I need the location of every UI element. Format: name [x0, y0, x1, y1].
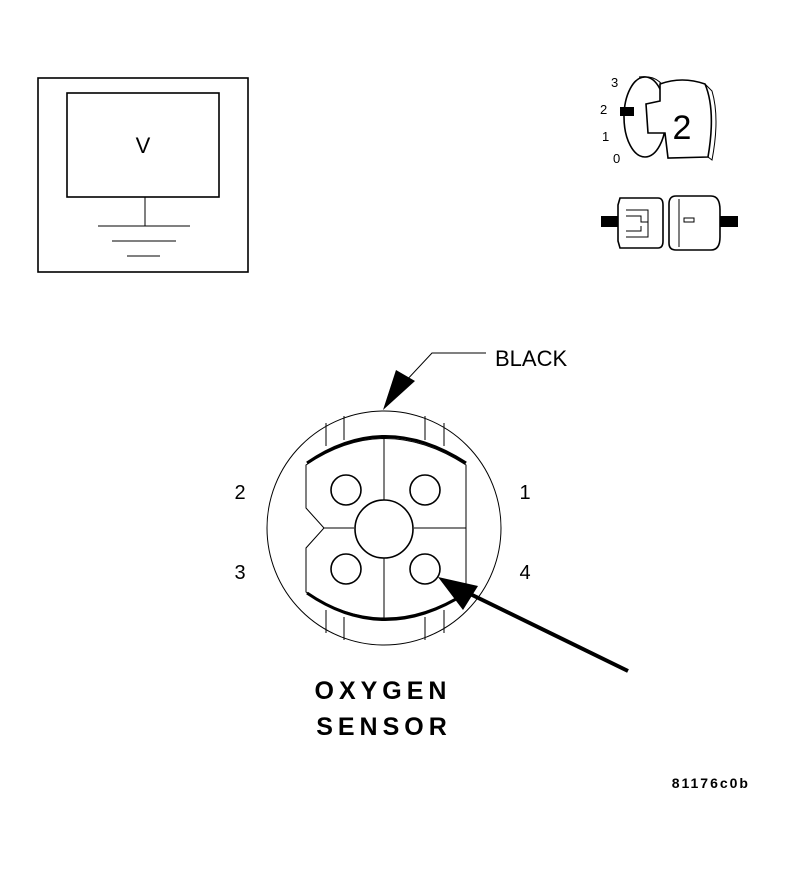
black-wire-callout: BLACK: [383, 346, 567, 410]
ignition-key-icon: 2: [620, 76, 717, 161]
wire-color-label: BLACK: [495, 346, 567, 371]
ignition-position-1: 1: [602, 129, 609, 144]
sensor-title-line2: SENSOR: [316, 713, 452, 741]
ignition-switch: 3 2 1 0 2: [600, 75, 717, 166]
terminal-cavity-3: [330, 553, 362, 585]
voltmeter-unit-label: V: [136, 133, 151, 158]
sensor-title-line1: OXYGEN: [315, 677, 452, 705]
ignition-position-0: 0: [613, 151, 620, 166]
ground-symbol-icon: [98, 197, 190, 257]
disconnected-connector-icon: [601, 195, 738, 251]
pin-number-1: 1: [519, 482, 530, 504]
terminal-cavity-4: [409, 553, 441, 585]
ignition-position-marker: [620, 107, 634, 116]
ignition-position-2: 2: [600, 102, 607, 117]
probe-arrow: [438, 577, 629, 673]
voltmeter-display: [66, 92, 220, 198]
voltmeter-housing: [37, 77, 249, 273]
pin-number-3: 3: [234, 562, 245, 584]
figure-id: 81176c0b: [672, 775, 750, 791]
ignition-position-3: 3: [611, 75, 618, 90]
probe-arrowhead-icon: [438, 577, 478, 610]
connector-outer-shell: [266, 410, 502, 646]
ignition-key-number: 2: [673, 109, 692, 147]
oxygen-sensor-connector: 2 1 3 4: [234, 410, 531, 646]
callout-arrowhead-icon: [383, 370, 415, 410]
connector-center-post: [354, 499, 414, 559]
voltmeter: V: [37, 77, 249, 273]
pin-number-4: 4: [519, 562, 530, 584]
pin-number-2: 2: [234, 482, 245, 504]
terminal-cavity-2: [330, 474, 362, 506]
terminal-cavity-1: [409, 474, 441, 506]
